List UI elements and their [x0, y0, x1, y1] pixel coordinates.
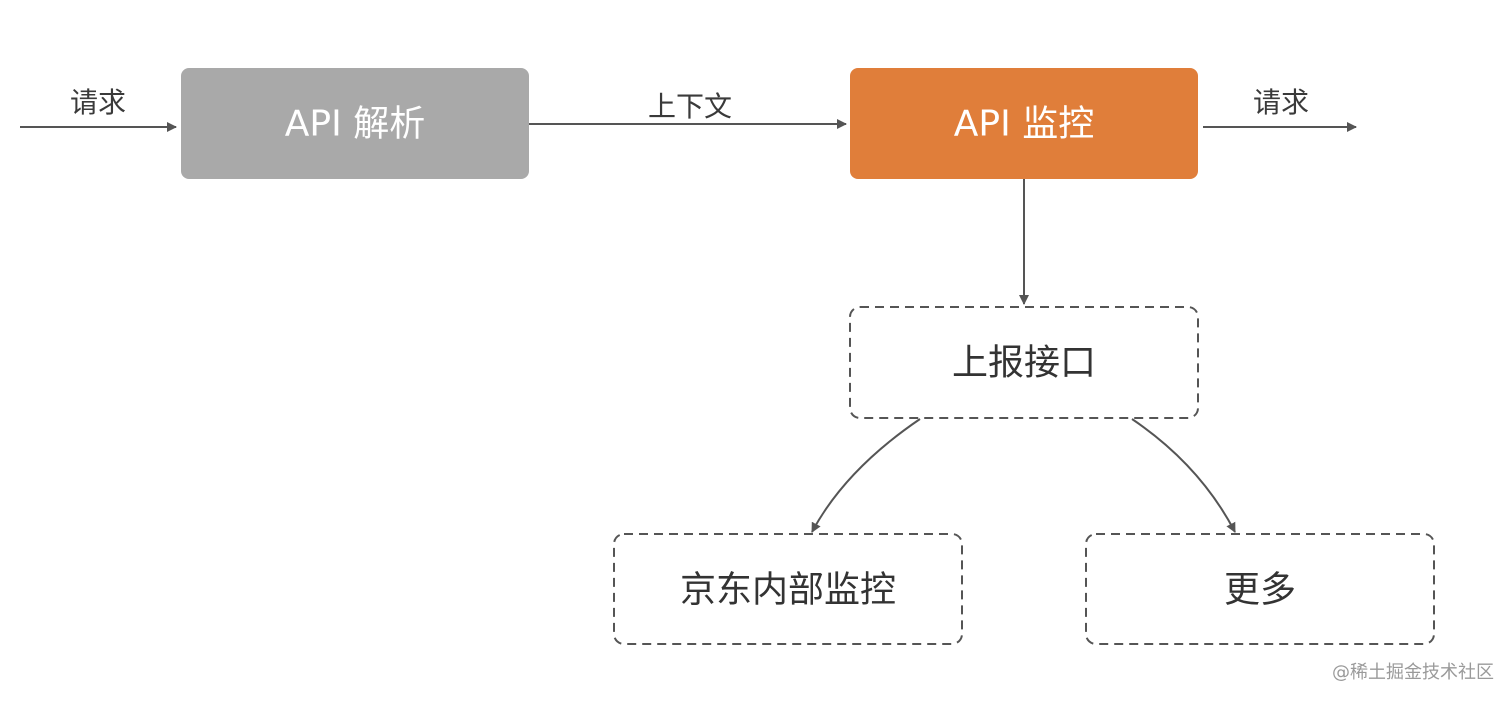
more-box: [1085, 533, 1435, 645]
jd-internal-node: 京东内部监控: [613, 533, 963, 645]
api-parse-node: API 解析: [181, 68, 529, 179]
report-api-node: 上报接口: [849, 306, 1199, 419]
api-parse-box: [181, 68, 529, 179]
request-out-label: 请求: [1253, 86, 1309, 119]
api-monitor-label: API 监控: [954, 104, 1094, 145]
report-to-jd-arrow: [811, 418, 921, 533]
more-node: 更多: [1085, 533, 1435, 645]
more-label: 更多: [1224, 570, 1296, 611]
api-parse-label: API 解析: [285, 104, 425, 145]
watermark-text: @稀土掘金技术社区: [1332, 662, 1494, 683]
api-monitor-box: [850, 68, 1198, 179]
request-in-label: 请求: [70, 86, 126, 119]
report-api-label: 上报接口: [952, 343, 1096, 384]
report-to-more-arrow: [1131, 418, 1236, 533]
jd-internal-label: 京东内部监控: [680, 570, 896, 611]
jd-internal-box: [613, 533, 963, 645]
api-monitor-node: API 监控: [850, 68, 1198, 179]
report-api-box: [849, 306, 1199, 419]
context-label: 上下文: [648, 90, 732, 123]
